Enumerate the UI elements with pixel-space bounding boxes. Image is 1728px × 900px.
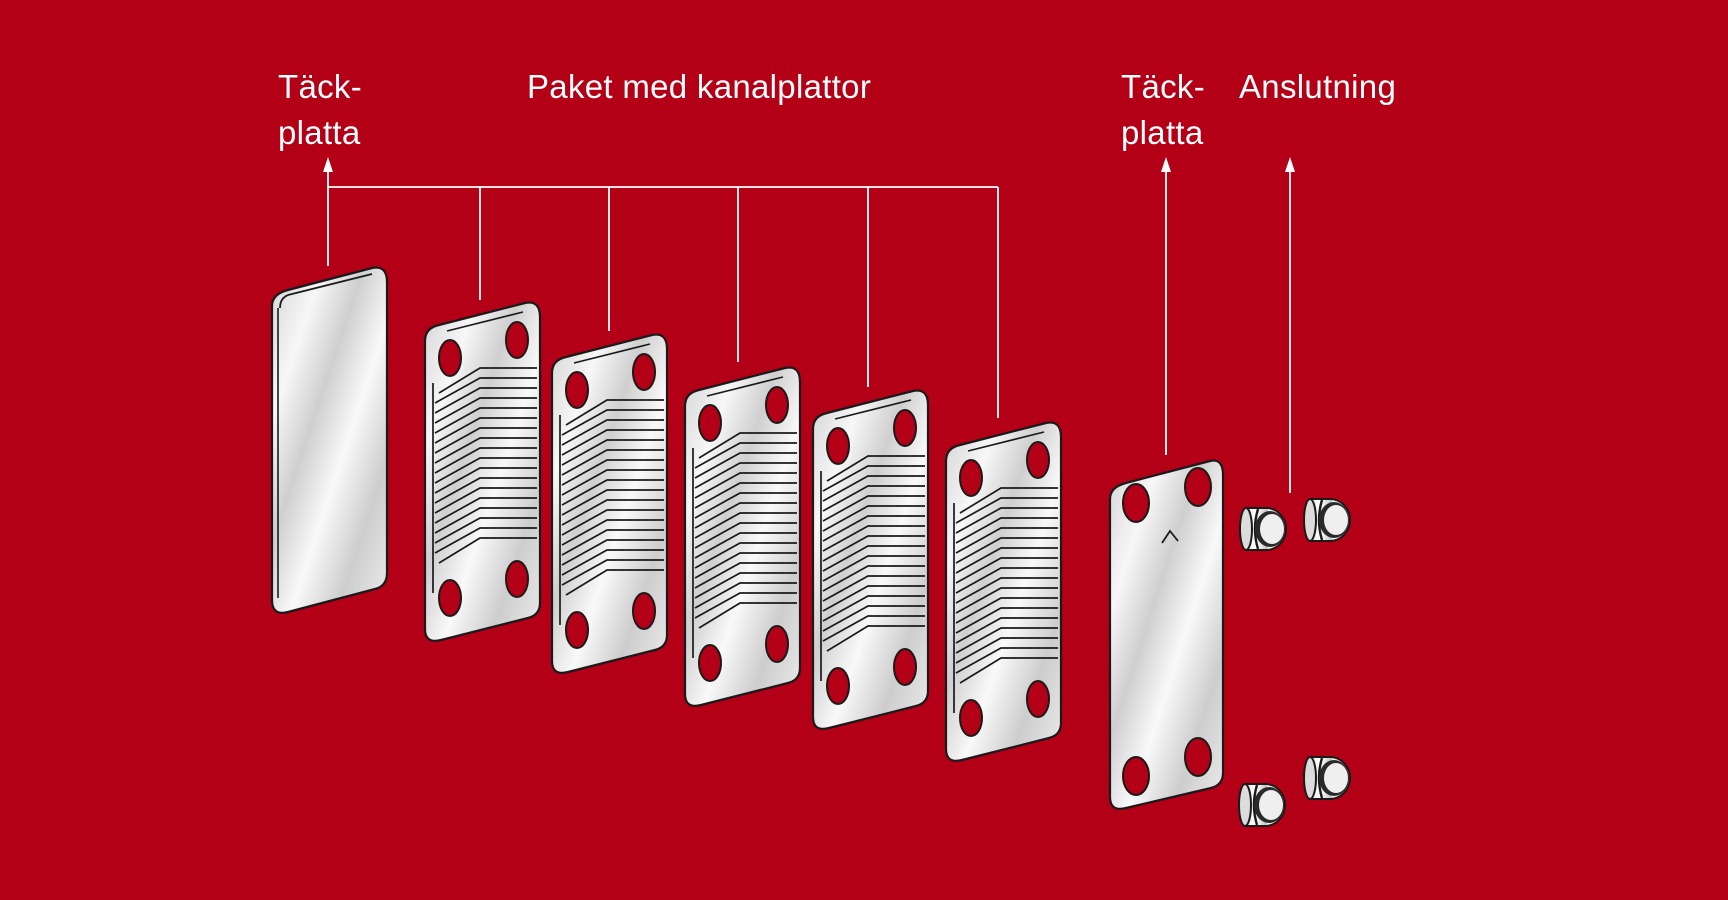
connection-top-left bbox=[1238, 506, 1288, 552]
connection-bottom-left bbox=[1237, 782, 1287, 828]
direction-mark-icon bbox=[1161, 529, 1179, 544]
label-connection: Anslutning bbox=[1239, 68, 1397, 105]
label-back-cover: Täck- platta bbox=[1121, 64, 1205, 156]
label-front-cover: Täck- platta bbox=[278, 64, 362, 156]
channel-plate-4 bbox=[811, 389, 930, 730]
label-back-cover-line1: Täck- bbox=[1121, 68, 1205, 105]
leader-lines bbox=[327, 170, 1291, 493]
label-front-cover-line2: platta bbox=[278, 114, 361, 151]
back-cover-plate bbox=[1108, 459, 1225, 810]
arrowhead-icons bbox=[323, 157, 1295, 172]
connection-bottom-right bbox=[1302, 755, 1352, 801]
label-front-cover-line1: Täck- bbox=[278, 68, 362, 105]
label-channel-pack: Paket med kanalplattor bbox=[527, 68, 872, 105]
channel-plate-1 bbox=[423, 301, 542, 642]
connection-top-right bbox=[1302, 497, 1352, 543]
front-cover-plate bbox=[270, 266, 389, 614]
channel-plate-3 bbox=[683, 366, 802, 707]
channel-plate-5 bbox=[944, 421, 1063, 762]
channel-plate-2 bbox=[550, 333, 669, 674]
label-back-cover-line2: platta bbox=[1121, 114, 1204, 151]
